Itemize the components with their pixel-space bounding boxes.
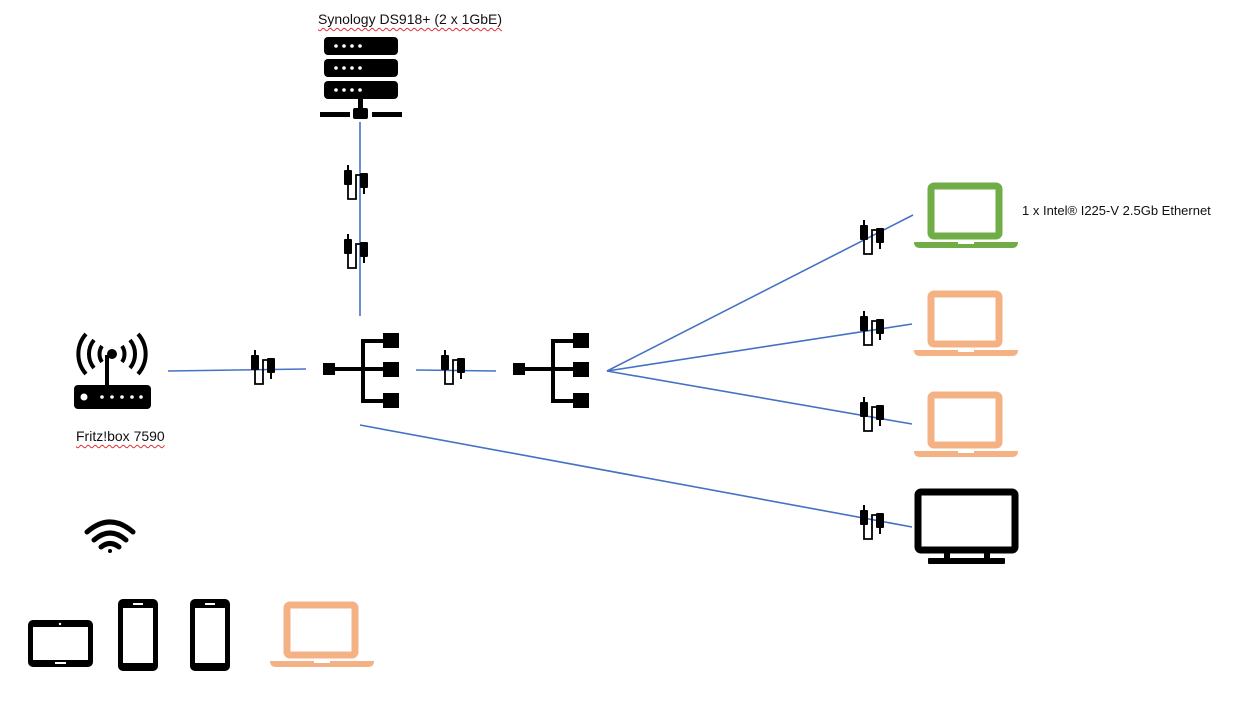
connection-lines [167,122,914,528]
tablet-icon [28,620,93,667]
wifi-router-icon [74,332,151,409]
laptop-icon [914,395,1018,457]
ethernet-cable-icon [343,233,369,269]
laptop-icon [270,605,374,667]
smartphone-icon [118,599,158,671]
ethernet-cable-icon [859,504,885,540]
nic-label: 1 x Intel® I225-V 2.5Gb Ethernet [1022,203,1211,218]
ethernet-cable-icon [859,396,885,432]
server-icon [320,37,402,119]
network-switch-icon [323,333,399,408]
laptop-icon [914,294,1018,356]
router-label: Fritz!box 7590 [76,428,165,444]
ethernet-cable-icon [440,349,466,385]
wifi-icon [84,519,136,553]
ethernet-cable-icon [859,310,885,346]
smartphone-icon [190,599,230,671]
ethernet-cable-icon [859,219,885,255]
ethernet-cable-icon [343,164,369,200]
nas-label: Synology DS918+ (2 x 1GbE) [318,11,503,27]
monitor-icon [914,488,1019,564]
ethernet-cable-icon [250,349,276,385]
laptop-icon [914,186,1018,248]
network-switch-icon [513,333,589,408]
